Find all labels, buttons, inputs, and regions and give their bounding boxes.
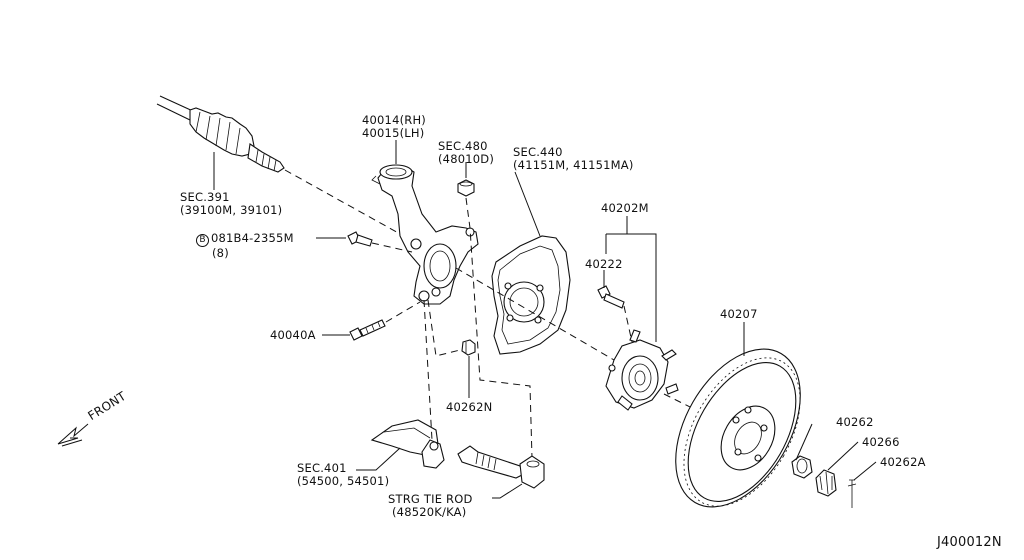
label-40262a: 40262A	[880, 455, 926, 469]
label-tierod-line2: (48520K/KA)	[392, 505, 467, 519]
label-sec480-line1: SEC.480	[438, 139, 488, 153]
hub-axis-dash	[455, 267, 615, 361]
label-sec440-line2: (41151M, 41151MA)	[513, 158, 634, 172]
bolt-081b4-dash	[371, 242, 413, 253]
label-sec480: SEC.480 (48010D)	[438, 140, 494, 166]
pin-40262a-illustration	[847, 479, 857, 508]
label-40262: 40262	[836, 415, 874, 429]
sec401-leader	[356, 447, 401, 471]
bolt-40040a-illustration	[349, 319, 386, 341]
label-sec401-line2: (54500, 54501)	[297, 474, 390, 488]
label-sec401: SEC.401 (54500, 54501)	[297, 462, 389, 488]
steering-knuckle-illustration	[371, 164, 479, 305]
knuckle-nut-dash	[427, 299, 461, 357]
diagram-code: J400012N	[937, 535, 1002, 550]
bolt-081b4-illustration	[347, 231, 373, 247]
backing-plate-illustration	[491, 235, 571, 355]
circled-b-badge: B	[196, 234, 209, 247]
label-sec391-line2: (39100M, 39101)	[180, 203, 283, 217]
label-tierod-line1: STRG TIE ROD	[388, 492, 473, 506]
label-sec401-line1: SEC.401	[297, 461, 347, 475]
drive-shaft-illustration	[156, 95, 285, 173]
shaft-axis-dash	[284, 169, 421, 246]
label-tierod: STRG TIE ROD (48520K/KA)	[388, 493, 473, 519]
brake-disc-illustration	[675, 348, 801, 508]
label-40222: 40222	[585, 257, 623, 271]
40262a-leader	[853, 461, 877, 481]
cap-40266-illustration	[815, 469, 837, 497]
40202m-bracket	[605, 233, 657, 342]
label-knuckle-line1: 40014(RH)	[362, 113, 426, 127]
label-40040a: 40040A	[270, 328, 316, 342]
lower-link-dash	[423, 299, 433, 441]
label-bolt-081b4-line2: (8)	[212, 246, 229, 260]
lower-link-illustration	[370, 419, 445, 469]
40266-leader	[827, 441, 859, 471]
nut-sec480-illustration	[457, 179, 475, 197]
tie-rod-illustration	[457, 445, 545, 489]
label-40266: 40266	[862, 435, 900, 449]
label-sec440: SEC.440 (41151M, 41151MA)	[513, 146, 634, 172]
label-40207: 40207	[720, 307, 758, 321]
tierod-leader	[492, 483, 523, 499]
wheel-hub-illustration	[605, 329, 679, 411]
bolt-40222-dash	[623, 305, 633, 343]
bolt-40040a-dash	[385, 301, 421, 323]
label-sec391: SEC.391 (39100M, 39101)	[180, 191, 282, 217]
label-sec391-line1: SEC.391	[180, 190, 230, 204]
tierod-dash	[465, 197, 533, 459]
label-sec480-line2: (48010D)	[438, 152, 495, 166]
sec440-leader	[514, 171, 541, 237]
label-40262n: 40262N	[446, 400, 493, 414]
label-knuckle: 40014(RH) 40015(LH)	[362, 114, 426, 140]
hub-disc-dash	[663, 393, 701, 413]
nut-40262-illustration	[791, 455, 813, 479]
40262-leader	[795, 423, 813, 461]
bolt-40222-illustration	[597, 285, 625, 309]
label-sec440-line1: SEC.440	[513, 145, 563, 159]
label-40202m: 40202M	[601, 201, 649, 215]
front-direction-arrow	[57, 423, 89, 447]
nut-40262n-illustration	[461, 339, 476, 356]
label-bolt-081b4-line1: 081B4-2355M	[211, 231, 294, 245]
label-knuckle-line2: 40015(LH)	[362, 126, 425, 140]
